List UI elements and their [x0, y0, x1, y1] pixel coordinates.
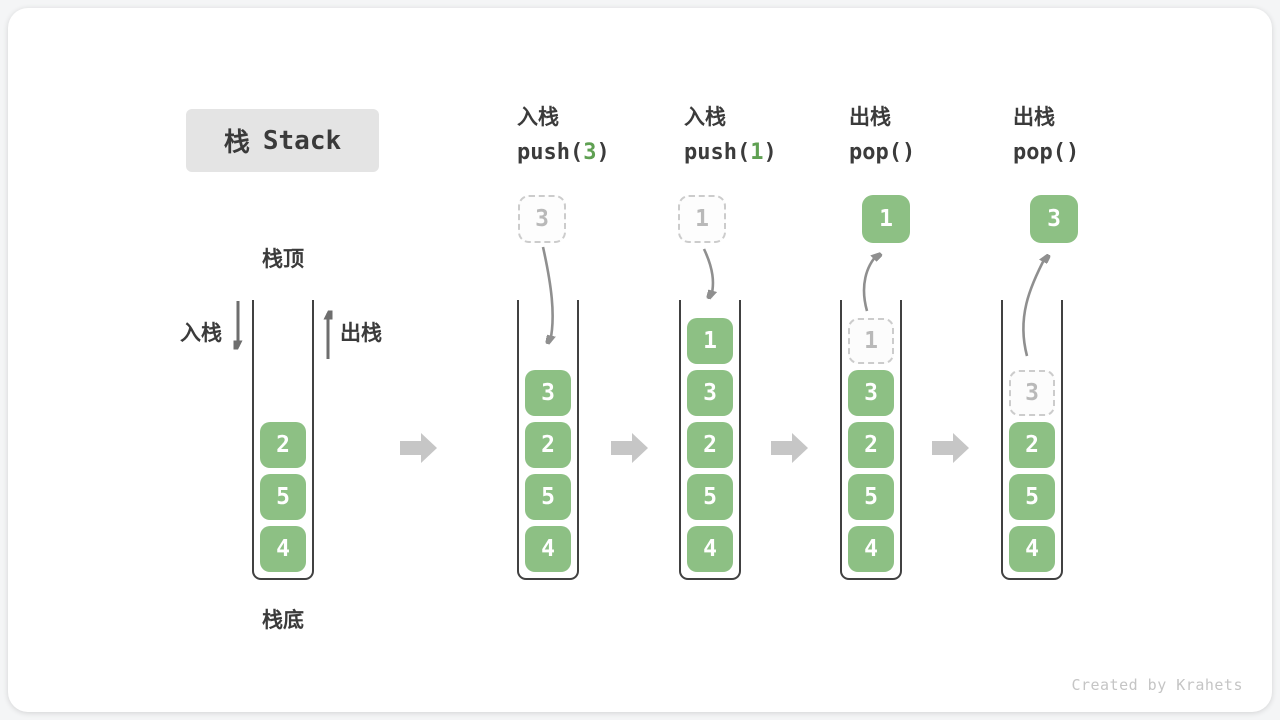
stack-cell: 5: [848, 474, 894, 520]
stack-top-label: 栈顶: [262, 247, 304, 271]
operation-label: 入栈: [684, 105, 726, 129]
column-header-pop2: 出栈 pop(): [1013, 104, 1079, 166]
stack-cell: 4: [848, 526, 894, 572]
operation-code: push(1): [684, 140, 777, 165]
stack-cell: 4: [687, 526, 733, 572]
stack-initial: 2 5 4: [252, 300, 314, 580]
pop-side-label: 出栈: [340, 321, 382, 345]
stack-after-pop-2: 3 2 5 4: [1001, 300, 1063, 580]
stack-cell: 5: [1009, 474, 1055, 520]
watermark: Created by Krahets: [1071, 676, 1243, 694]
operation-label: 入栈: [517, 105, 559, 129]
stack-cell: 5: [525, 474, 571, 520]
stack-cell: 2: [848, 422, 894, 468]
stack-cell: 4: [1009, 526, 1055, 572]
stack-cell-removed: 3: [1009, 370, 1055, 416]
title-zh: 栈: [223, 128, 250, 158]
stack-cell: 5: [260, 474, 306, 520]
title-box: 栈 Stack: [186, 109, 379, 172]
operation-label: 出栈: [1013, 105, 1055, 129]
stack-after-push-3: 3 2 5 4: [517, 300, 579, 580]
stack-after-push-1: 1 3 2 5 4: [679, 300, 741, 580]
stack-cell: 2: [260, 422, 306, 468]
operation-label: 出栈: [849, 105, 891, 129]
incoming-value-box: 3: [518, 195, 566, 243]
stack-cell: 4: [525, 526, 571, 572]
popped-value-box: 3: [1030, 195, 1078, 243]
stack-cell: 2: [525, 422, 571, 468]
stack-cell: 2: [1009, 422, 1055, 468]
stack-bottom-label: 栈底: [262, 608, 304, 632]
operation-code: push(3): [517, 140, 610, 165]
incoming-value-box: 1: [678, 195, 726, 243]
column-header-pop1: 出栈 pop(): [849, 104, 915, 166]
code-argument: 3: [583, 140, 597, 165]
stack-cell: 1: [687, 318, 733, 364]
title-en: Stack: [262, 125, 342, 156]
column-header-push3: 入栈 push(3): [517, 104, 610, 166]
operation-code: pop(): [1013, 140, 1080, 165]
stack-cell: 4: [260, 526, 306, 572]
code-argument: 1: [750, 140, 764, 165]
stack-cell: 2: [687, 422, 733, 468]
stack-cell: 3: [687, 370, 733, 416]
stack-after-pop-1: 1 3 2 5 4: [840, 300, 902, 580]
stack-cell: 3: [525, 370, 571, 416]
popped-value-box: 1: [862, 195, 910, 243]
stack-cell: 5: [687, 474, 733, 520]
stack-cell: 3: [848, 370, 894, 416]
column-header-push1: 入栈 push(1): [684, 104, 777, 166]
stack-cell-removed: 1: [848, 318, 894, 364]
push-side-label: 入栈: [180, 321, 222, 345]
operation-code: pop(): [849, 140, 916, 165]
